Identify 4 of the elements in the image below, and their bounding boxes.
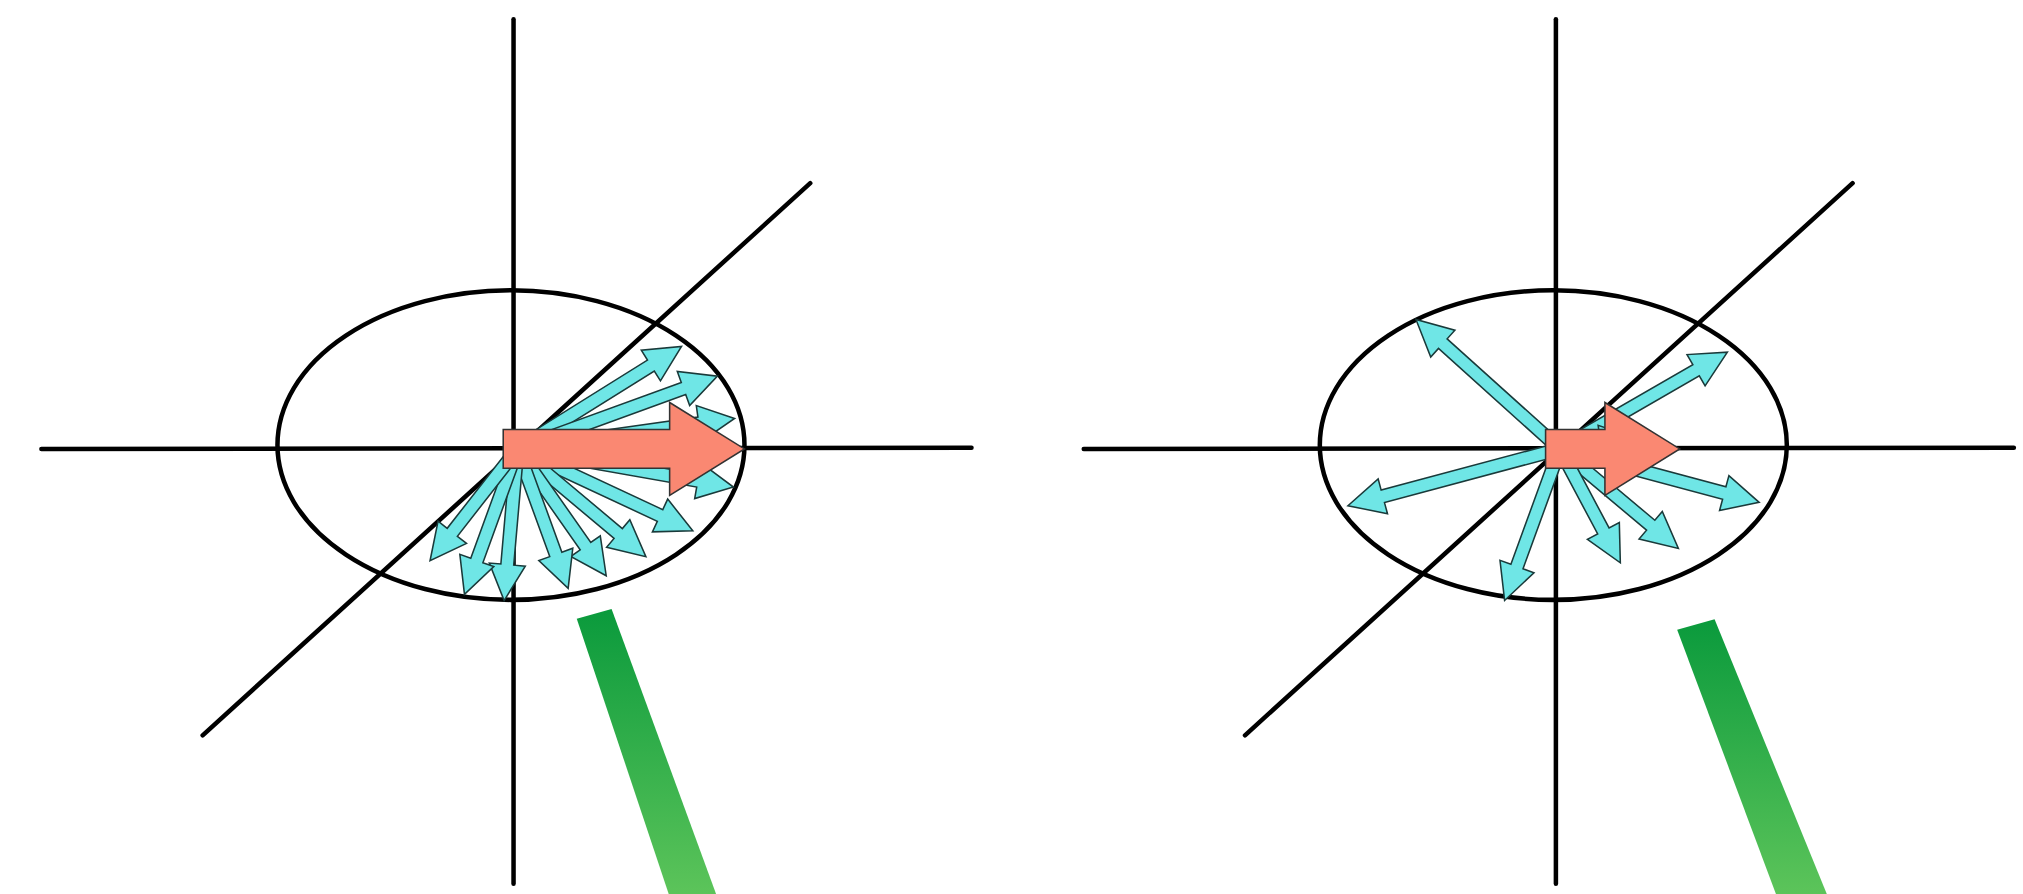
pointer-bar — [1677, 619, 1827, 894]
ellipse-outline — [1317, 288, 1790, 603]
ellipse-outline — [275, 288, 747, 603]
pointer-bar — [576, 608, 717, 894]
